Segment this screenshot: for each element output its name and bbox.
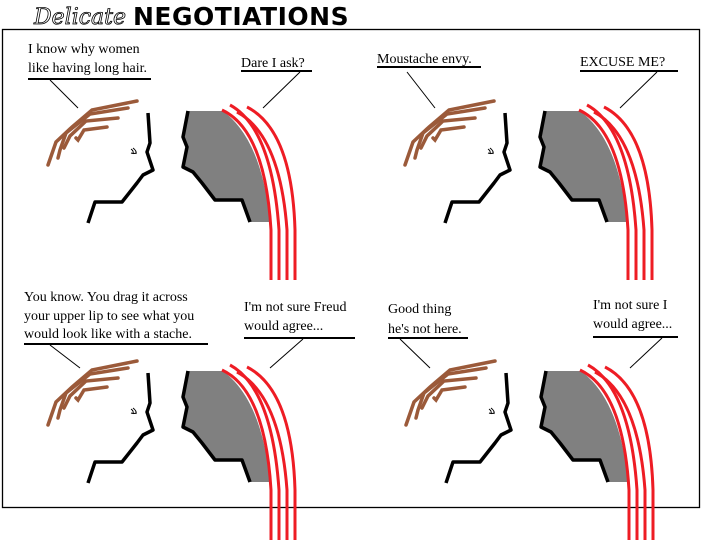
speech-line: You know. You drag it across — [24, 290, 188, 305]
speech-line: I know why women — [28, 42, 140, 57]
speech-line: EXCUSE ME? — [580, 55, 665, 70]
woman-figure — [181, 363, 297, 542]
speech-line: he's not here. — [388, 322, 462, 337]
speech-left: Good thing he's not here. — [388, 302, 468, 369]
title-bold-word: NEGOTIATIONS — [133, 2, 349, 31]
speech-right: I'm not sure Freud would agree... — [244, 300, 355, 369]
panel-3: You know. You drag it across your upper … — [24, 290, 355, 542]
panel-4: Good thing he's not here. I'm not sure I… — [388, 298, 678, 542]
man-figure — [404, 359, 513, 485]
speech-line: Dare I ask? — [241, 56, 305, 71]
speech-line: your upper lip to see what you — [24, 309, 194, 324]
speech-line: would agree... — [593, 317, 672, 332]
speech-left: You know. You drag it across your upper … — [24, 290, 208, 369]
panel-1: I know why women like having long hair. … — [28, 42, 312, 282]
speech-left: Moustache envy. — [377, 52, 481, 109]
speech-line: I'm not sure I — [593, 298, 668, 313]
speech-right: EXCUSE ME? — [580, 55, 678, 109]
speech-line: Good thing — [388, 302, 451, 317]
speech-right: Dare I ask? — [241, 56, 312, 109]
woman-figure — [181, 103, 297, 282]
speech-left: I know why women like having long hair. — [28, 42, 151, 109]
speech-line: would look like with a stache. — [24, 327, 192, 342]
comic-frame — [1, 28, 701, 509]
woman-figure — [538, 103, 654, 282]
woman-figure — [539, 363, 655, 542]
speech-line: I'm not sure Freud — [244, 300, 346, 315]
speech-right: I'm not sure I would agree... — [593, 298, 678, 369]
man-figure — [46, 99, 155, 225]
title-script-word: Delicate — [33, 5, 126, 30]
man-figure — [403, 99, 512, 225]
panel-2: Moustache envy. EXCUSE ME? — [377, 52, 678, 282]
speech-line: like having long hair. — [28, 61, 147, 76]
man-figure — [46, 359, 155, 485]
speech-line: would agree... — [244, 319, 323, 334]
speech-line: Moustache envy. — [377, 52, 472, 67]
